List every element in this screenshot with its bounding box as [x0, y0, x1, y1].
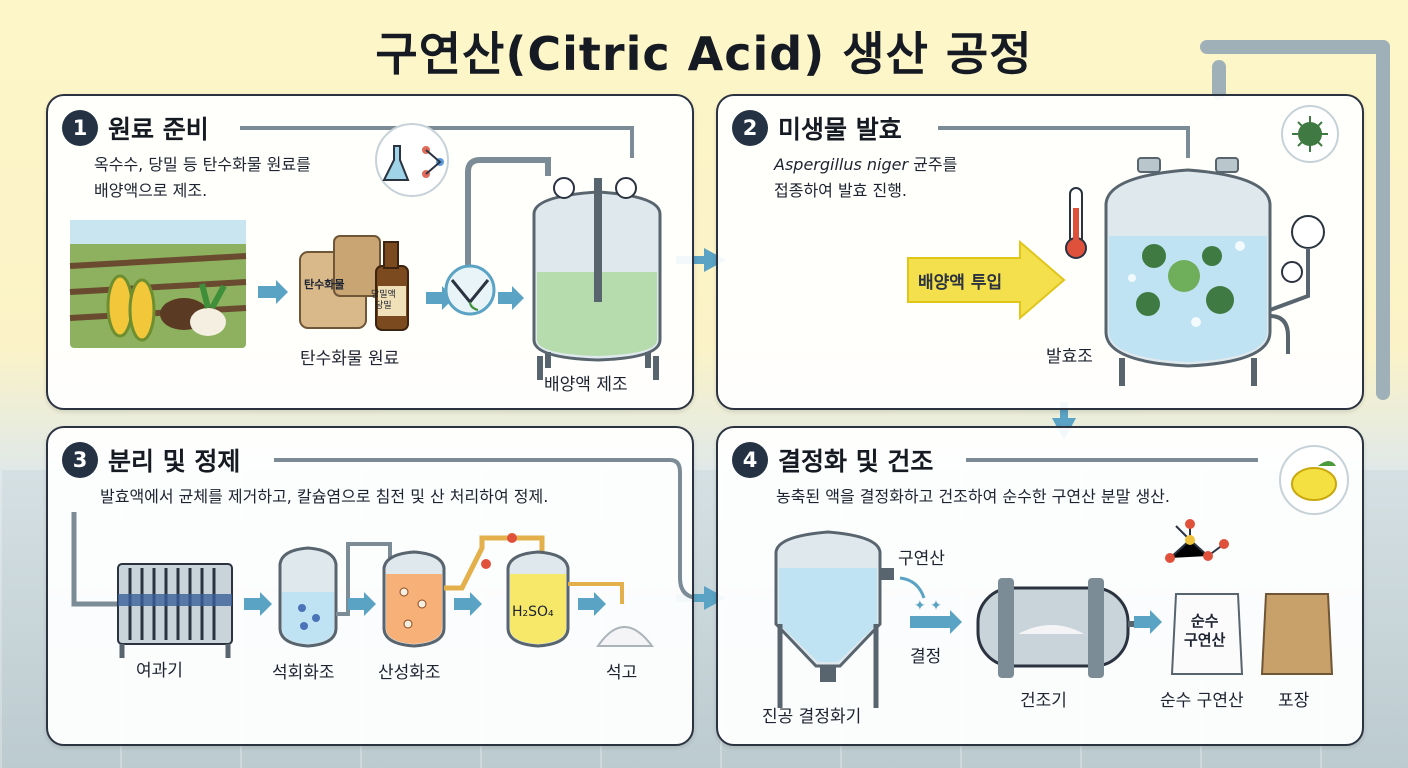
step-title: 결정화 및 건조 [778, 447, 934, 476]
lab-flask-icon [382, 145, 444, 181]
fermenter-label: 발효조 [1046, 347, 1093, 367]
step-description: Aspergillus niger 균주를 접종하여 발효 진행. [774, 152, 957, 204]
input-arrow [907, 239, 1066, 321]
step-number-badge: 3 [62, 442, 98, 478]
background-pipe [1200, 40, 1390, 54]
step-number-badge: 4 [732, 442, 768, 478]
step-2-illustration [907, 105, 1339, 386]
step-2-panel: 2 미생물 발효 Aspergillus niger 균주를 접종하여 발효 진… [716, 94, 1364, 410]
pressure-gauge-icon [1291, 215, 1325, 249]
background-pipe [1376, 40, 1390, 400]
step-3-illustration [71, 458, 692, 658]
package-label: 포장 [1278, 691, 1310, 711]
step-3-panel: 3 분리 및 정제 발효액에서 균체를 제거하고, 칼슘염으로 침전 및 산 처… [46, 426, 694, 746]
step-description: 옥수수, 당밀 등 탄수화물 원료를 배양액으로 제조. [94, 155, 311, 200]
dryer-label: 건조기 [1020, 691, 1067, 711]
crystal-label: 결정 [910, 647, 942, 667]
step-description: 발효액에서 균체를 제거하고, 칼슘염으로 침전 및 산 처리하여 정제. [100, 487, 549, 506]
pure-citric-acid-bag [1170, 593, 1244, 675]
step-title: 미생물 발효 [778, 115, 902, 144]
gypsum-pile [596, 626, 654, 647]
lemon-icon [1291, 467, 1337, 501]
citric-acid-molecule-icon [1165, 519, 1229, 563]
bottle-label: 당밀액 당밀 [371, 290, 396, 311]
raw-material-label: 탄수화물 원료 [300, 349, 400, 369]
step-number-badge: 1 [62, 110, 98, 146]
gypsum-label: 석고 [606, 663, 638, 683]
page-title: 구연산(Citric Acid) 생산 공정 [375, 27, 1033, 81]
step-4-illustration: ✦ ✦ [774, 445, 1349, 708]
svg-text:✦ ✦: ✦ ✦ [914, 598, 942, 614]
organism-name: Aspergillus niger [774, 155, 909, 174]
background-pipe [1212, 60, 1226, 100]
bag-label: 탄수화물 [304, 278, 345, 291]
step-title: 원료 준비 [108, 115, 209, 144]
step-1-illustration [69, 123, 662, 380]
gauge-icon [553, 177, 575, 199]
microbe-icon [1292, 116, 1328, 152]
step-1-panel: 1 원료 준비 옥수수, 당밀 등 탄수화물 원료를 배양액으로 제조. [46, 94, 694, 410]
package-bag [1260, 593, 1334, 675]
filter-label: 여과기 [136, 661, 183, 681]
crystallizer-label: 진공 결정화기 [762, 707, 862, 727]
corn-icon [106, 274, 134, 338]
step-4-panel: 4 결정화 및 건조 농축된 액을 결정화하고 건조하여 순수한 구연산 분말 … [716, 426, 1364, 746]
step-title: 분리 및 정제 [108, 447, 241, 476]
description-rest: 균주를 접종하여 발효 진행. [774, 155, 958, 200]
acid-tank-label: 산성화조 [378, 663, 441, 683]
pure-bag-text: 순수 구연산 [1184, 612, 1226, 649]
step-description: 농축된 액을 결정화하고 건조하여 순수한 구연산 분말 생산. [776, 487, 1170, 506]
product-tag-label: 구연산 [898, 549, 945, 569]
pure-citric-acid-label: 순수 구연산 [1160, 691, 1244, 711]
input-arrow-label: 배양액 투입 [918, 273, 1003, 293]
step-number-badge: 2 [732, 110, 768, 146]
medium-label: 배양액 제조 [544, 375, 628, 395]
lime-tank-label: 석회화조 [272, 663, 335, 683]
acid-formula-label: H₂SO₄ [512, 604, 554, 620]
mixer-icon [444, 264, 496, 316]
